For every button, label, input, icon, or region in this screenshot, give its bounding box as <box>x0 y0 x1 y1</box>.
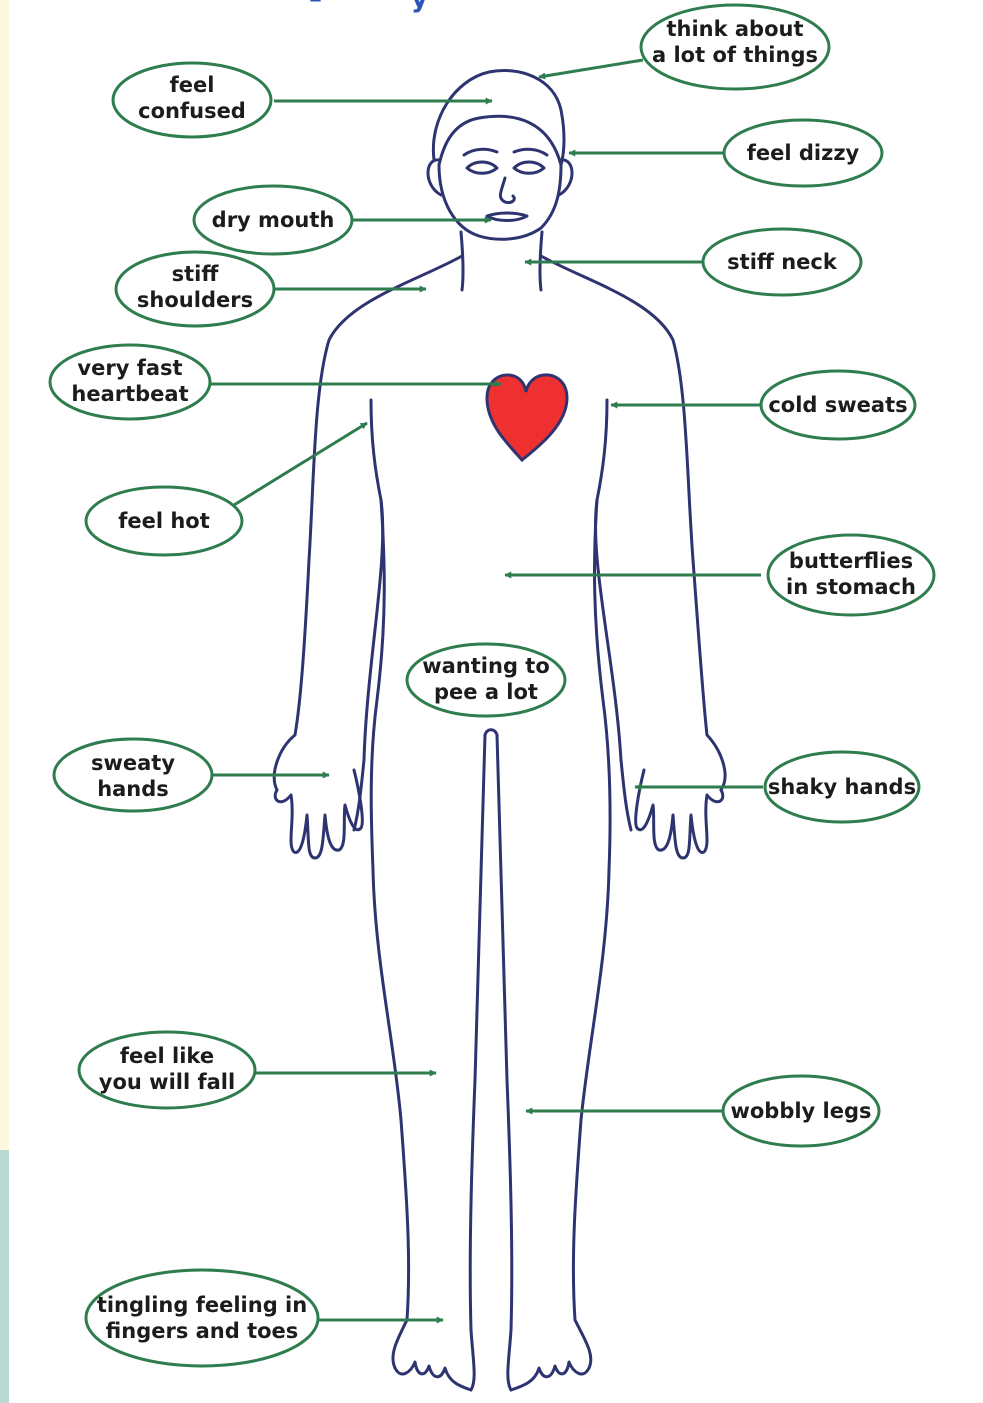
mouth <box>487 213 527 221</box>
label-feel-hot: feel hot <box>86 508 242 534</box>
right-hand <box>636 770 723 858</box>
neck-left <box>461 232 463 290</box>
right-foot <box>511 1362 589 1390</box>
label-stiff-shoulders: stiff shoulders <box>116 261 274 313</box>
right-eye <box>514 162 544 173</box>
torso-left <box>371 500 384 870</box>
right-leg-outer <box>573 870 609 1368</box>
diagram-canvas: – y <box>9 0 983 1403</box>
label-confused: feel confused <box>113 72 271 124</box>
right-arm-inner <box>595 400 631 830</box>
label-heartbeat: very fast heartbeat <box>50 355 210 407</box>
heart-icon <box>487 375 567 460</box>
label-shaky-hands: shaky hands <box>765 774 919 800</box>
left-eye <box>467 162 497 173</box>
label-stiff-neck: stiff neck <box>703 249 861 275</box>
right-shoulder-arm-outer <box>541 256 725 790</box>
label-dry-mouth: dry mouth <box>194 207 352 233</box>
face-outline <box>439 165 561 239</box>
label-wobbly: wobbly legs <box>723 1098 879 1124</box>
label-pee: wanting to pee a lot <box>407 653 565 705</box>
left-leg-inner <box>470 735 485 1390</box>
arrow-think <box>539 60 643 77</box>
left-arm-inner <box>354 400 383 830</box>
side-strip <box>0 1150 9 1403</box>
label-dizzy: feel dizzy <box>724 140 882 166</box>
label-cold-sweats: cold sweats <box>761 392 915 418</box>
right-eyebrow <box>514 149 547 155</box>
left-hand <box>275 770 362 858</box>
crotch <box>485 730 497 735</box>
hair-outline <box>433 71 564 165</box>
label-sweaty-hands: sweaty hands <box>54 750 212 802</box>
human-body-outline <box>274 71 725 1390</box>
label-fall: feel like you will fall <box>79 1043 255 1095</box>
label-tingling: tingling feeling in fingers and toes <box>86 1292 318 1344</box>
label-butterflies: butterflies in stomach <box>768 548 934 600</box>
right-leg-inner <box>497 735 512 1390</box>
left-foot <box>395 1362 471 1390</box>
left-leg-outer <box>373 870 409 1368</box>
left-eyebrow <box>464 149 497 155</box>
nose <box>500 178 514 203</box>
arrow-feel-hot <box>234 423 367 505</box>
label-think: think about a lot of things <box>641 16 829 68</box>
